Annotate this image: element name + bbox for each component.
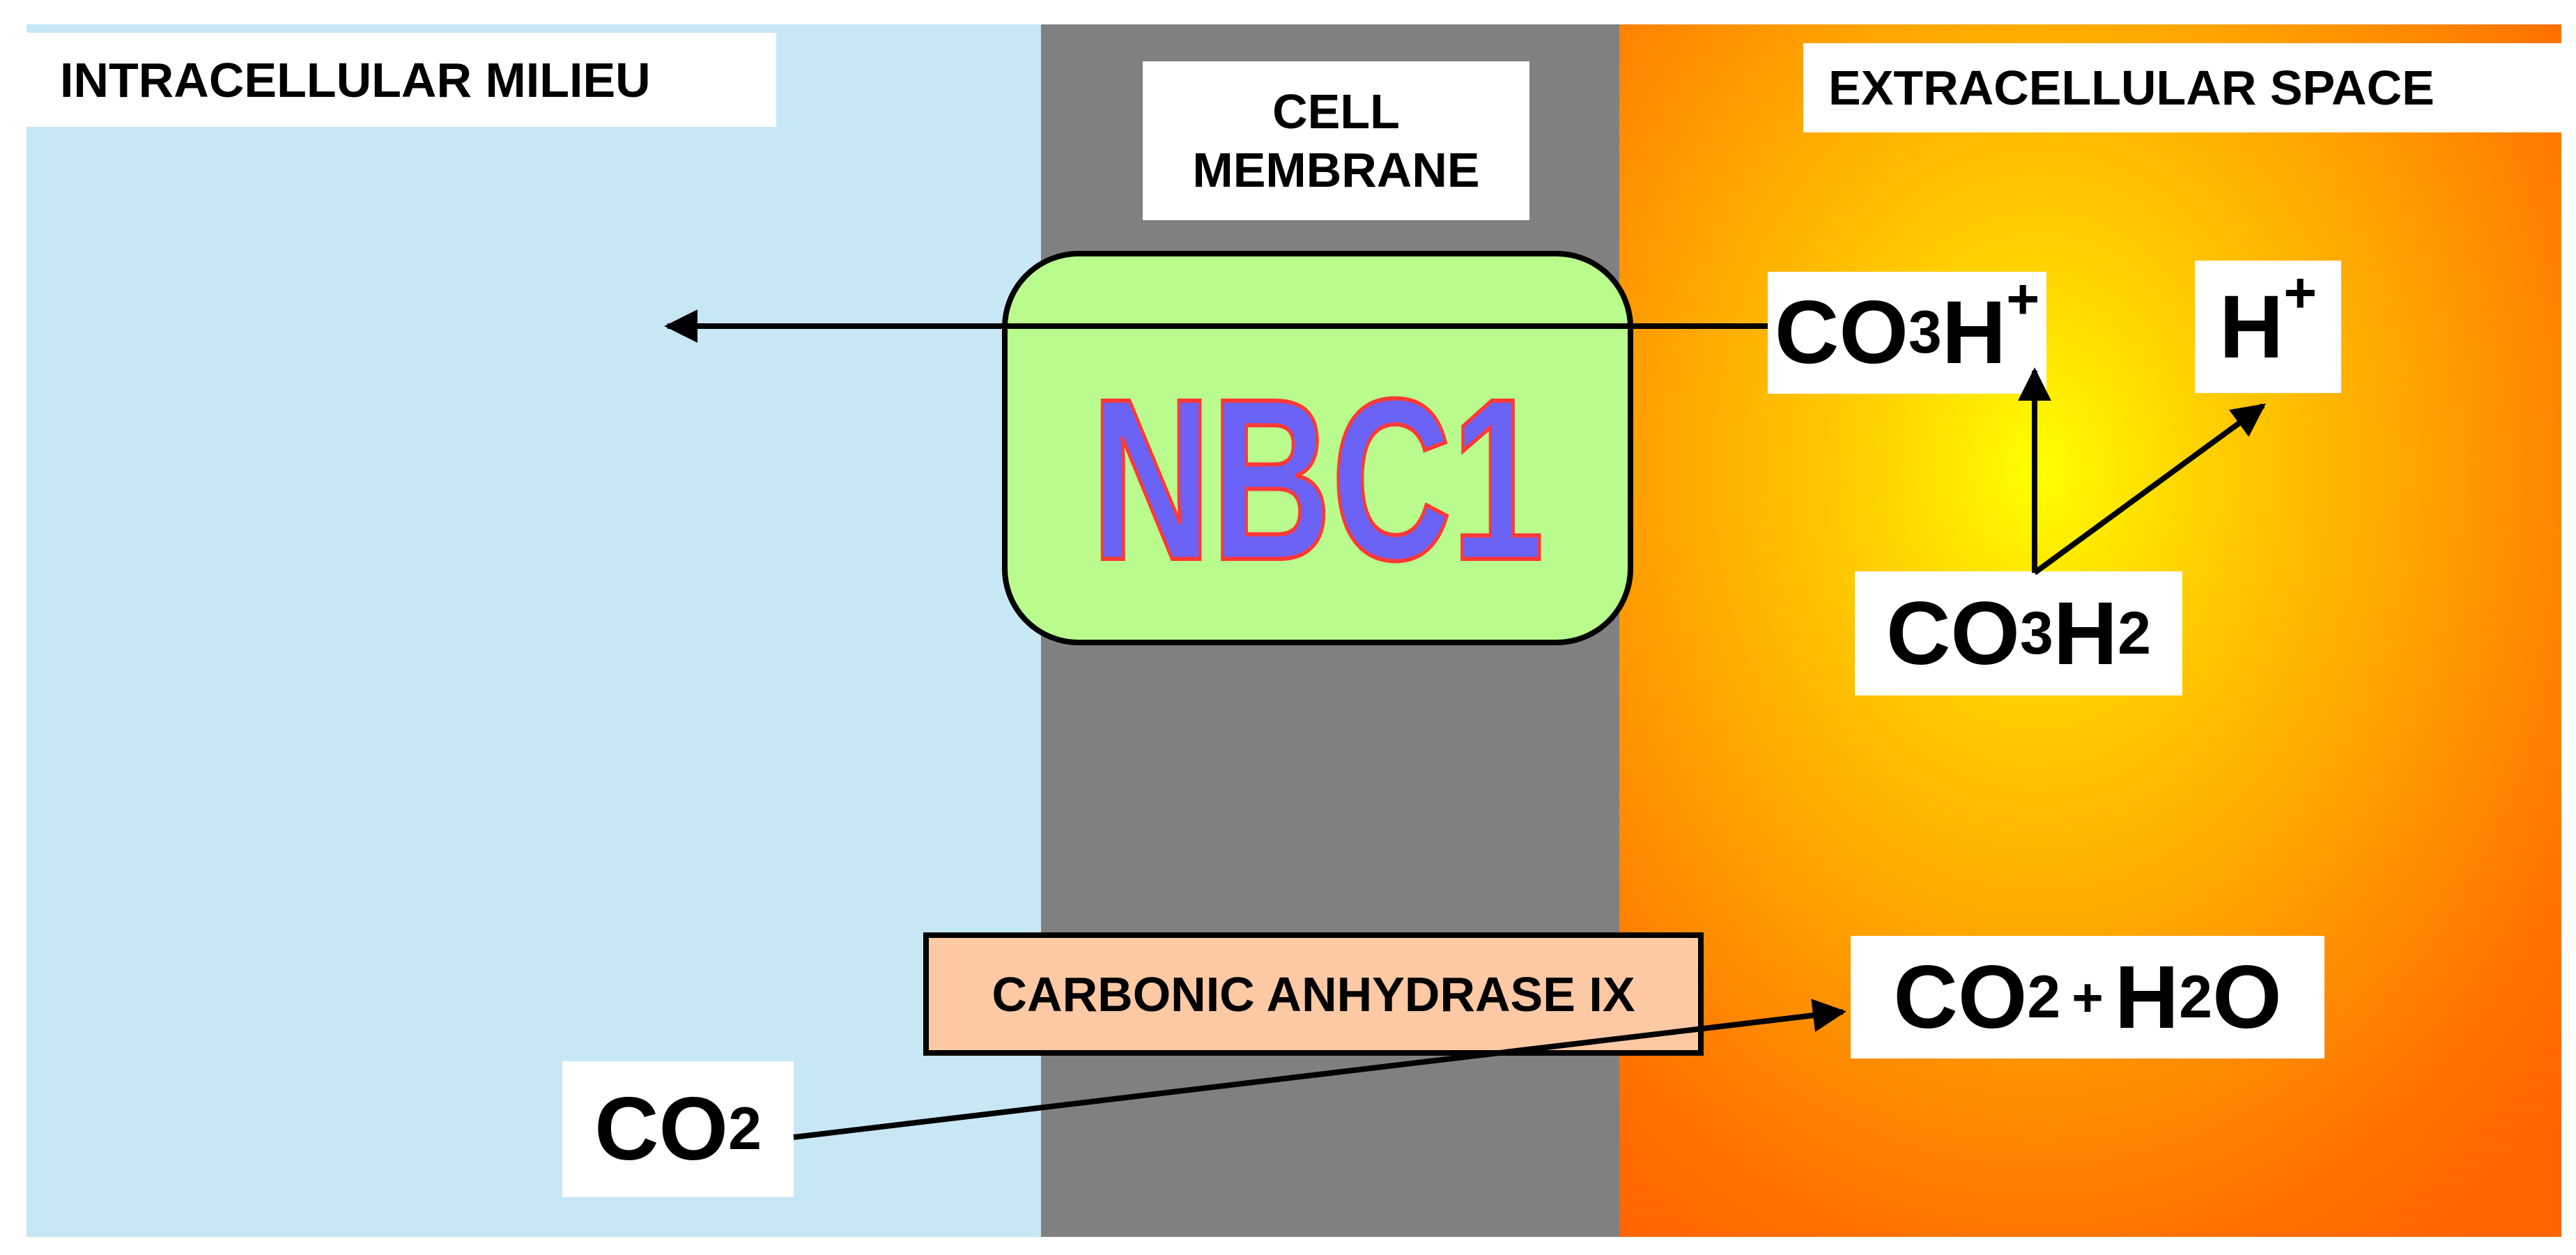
co2-water-subscript-2: 2 bbox=[2179, 963, 2213, 1031]
carbonic-acid-h: H bbox=[2053, 583, 2118, 684]
co2-water-subscript: 2 bbox=[2027, 963, 2061, 1031]
intracellular-region bbox=[26, 24, 1041, 1237]
nbc1-transporter bbox=[1002, 251, 1633, 645]
carbonic-anhydrase-ix-label: CARBONIC ANHYDRASE IX bbox=[992, 967, 1635, 1022]
bicarbonate-h: H bbox=[1941, 283, 2007, 383]
carbonic-acid-subscript: 3 bbox=[2019, 599, 2053, 667]
co2-water-base: CO bbox=[1893, 947, 2028, 1047]
bicarbonate-subscript: 3 bbox=[1908, 299, 1942, 366]
carbonic-acid-to-proton-arrow bbox=[2033, 403, 2266, 576]
bicarbonate-charge: + bbox=[2006, 267, 2040, 331]
intracellular-co2-subscript: 2 bbox=[728, 1095, 762, 1162]
proton-label: H+ bbox=[2195, 261, 2341, 393]
cell-membrane-label-line1: CELL bbox=[1272, 84, 1400, 139]
bicarbonate-base: CO bbox=[1774, 283, 1908, 383]
extracellular-label-text: EXTRACELLULAR SPACE bbox=[1828, 61, 2435, 115]
intracellular-co2-base: CO bbox=[594, 1079, 729, 1179]
co2-water-o: O bbox=[2212, 947, 2282, 1047]
proton-h: H bbox=[2219, 277, 2284, 377]
carbonic-anhydrase-ix-box: CARBONIC ANHYDRASE IX bbox=[923, 932, 1704, 1056]
co2-water-plus: + bbox=[2072, 966, 2104, 1028]
nbc1-label: NBC1 bbox=[1091, 351, 1544, 608]
proton-charge: + bbox=[2283, 261, 2317, 325]
carbonic-acid-subscript-2: 2 bbox=[2118, 599, 2152, 667]
co2-efflux-arrow bbox=[793, 999, 1846, 1140]
extracellular-label: EXTRACELLULAR SPACE bbox=[1803, 43, 2561, 132]
co2-water-h: H bbox=[2114, 947, 2180, 1047]
intracellular-label: INTRACELLULAR MILIEU bbox=[26, 33, 776, 127]
carbonic-acid-base: CO bbox=[1885, 583, 2020, 684]
cell-membrane-label: CELL MEMBRANE bbox=[1143, 61, 1529, 220]
cell-membrane-label-line2: MEMBRANE bbox=[1192, 143, 1480, 197]
intracellular-label-text: INTRACELLULAR MILIEU bbox=[60, 52, 651, 107]
